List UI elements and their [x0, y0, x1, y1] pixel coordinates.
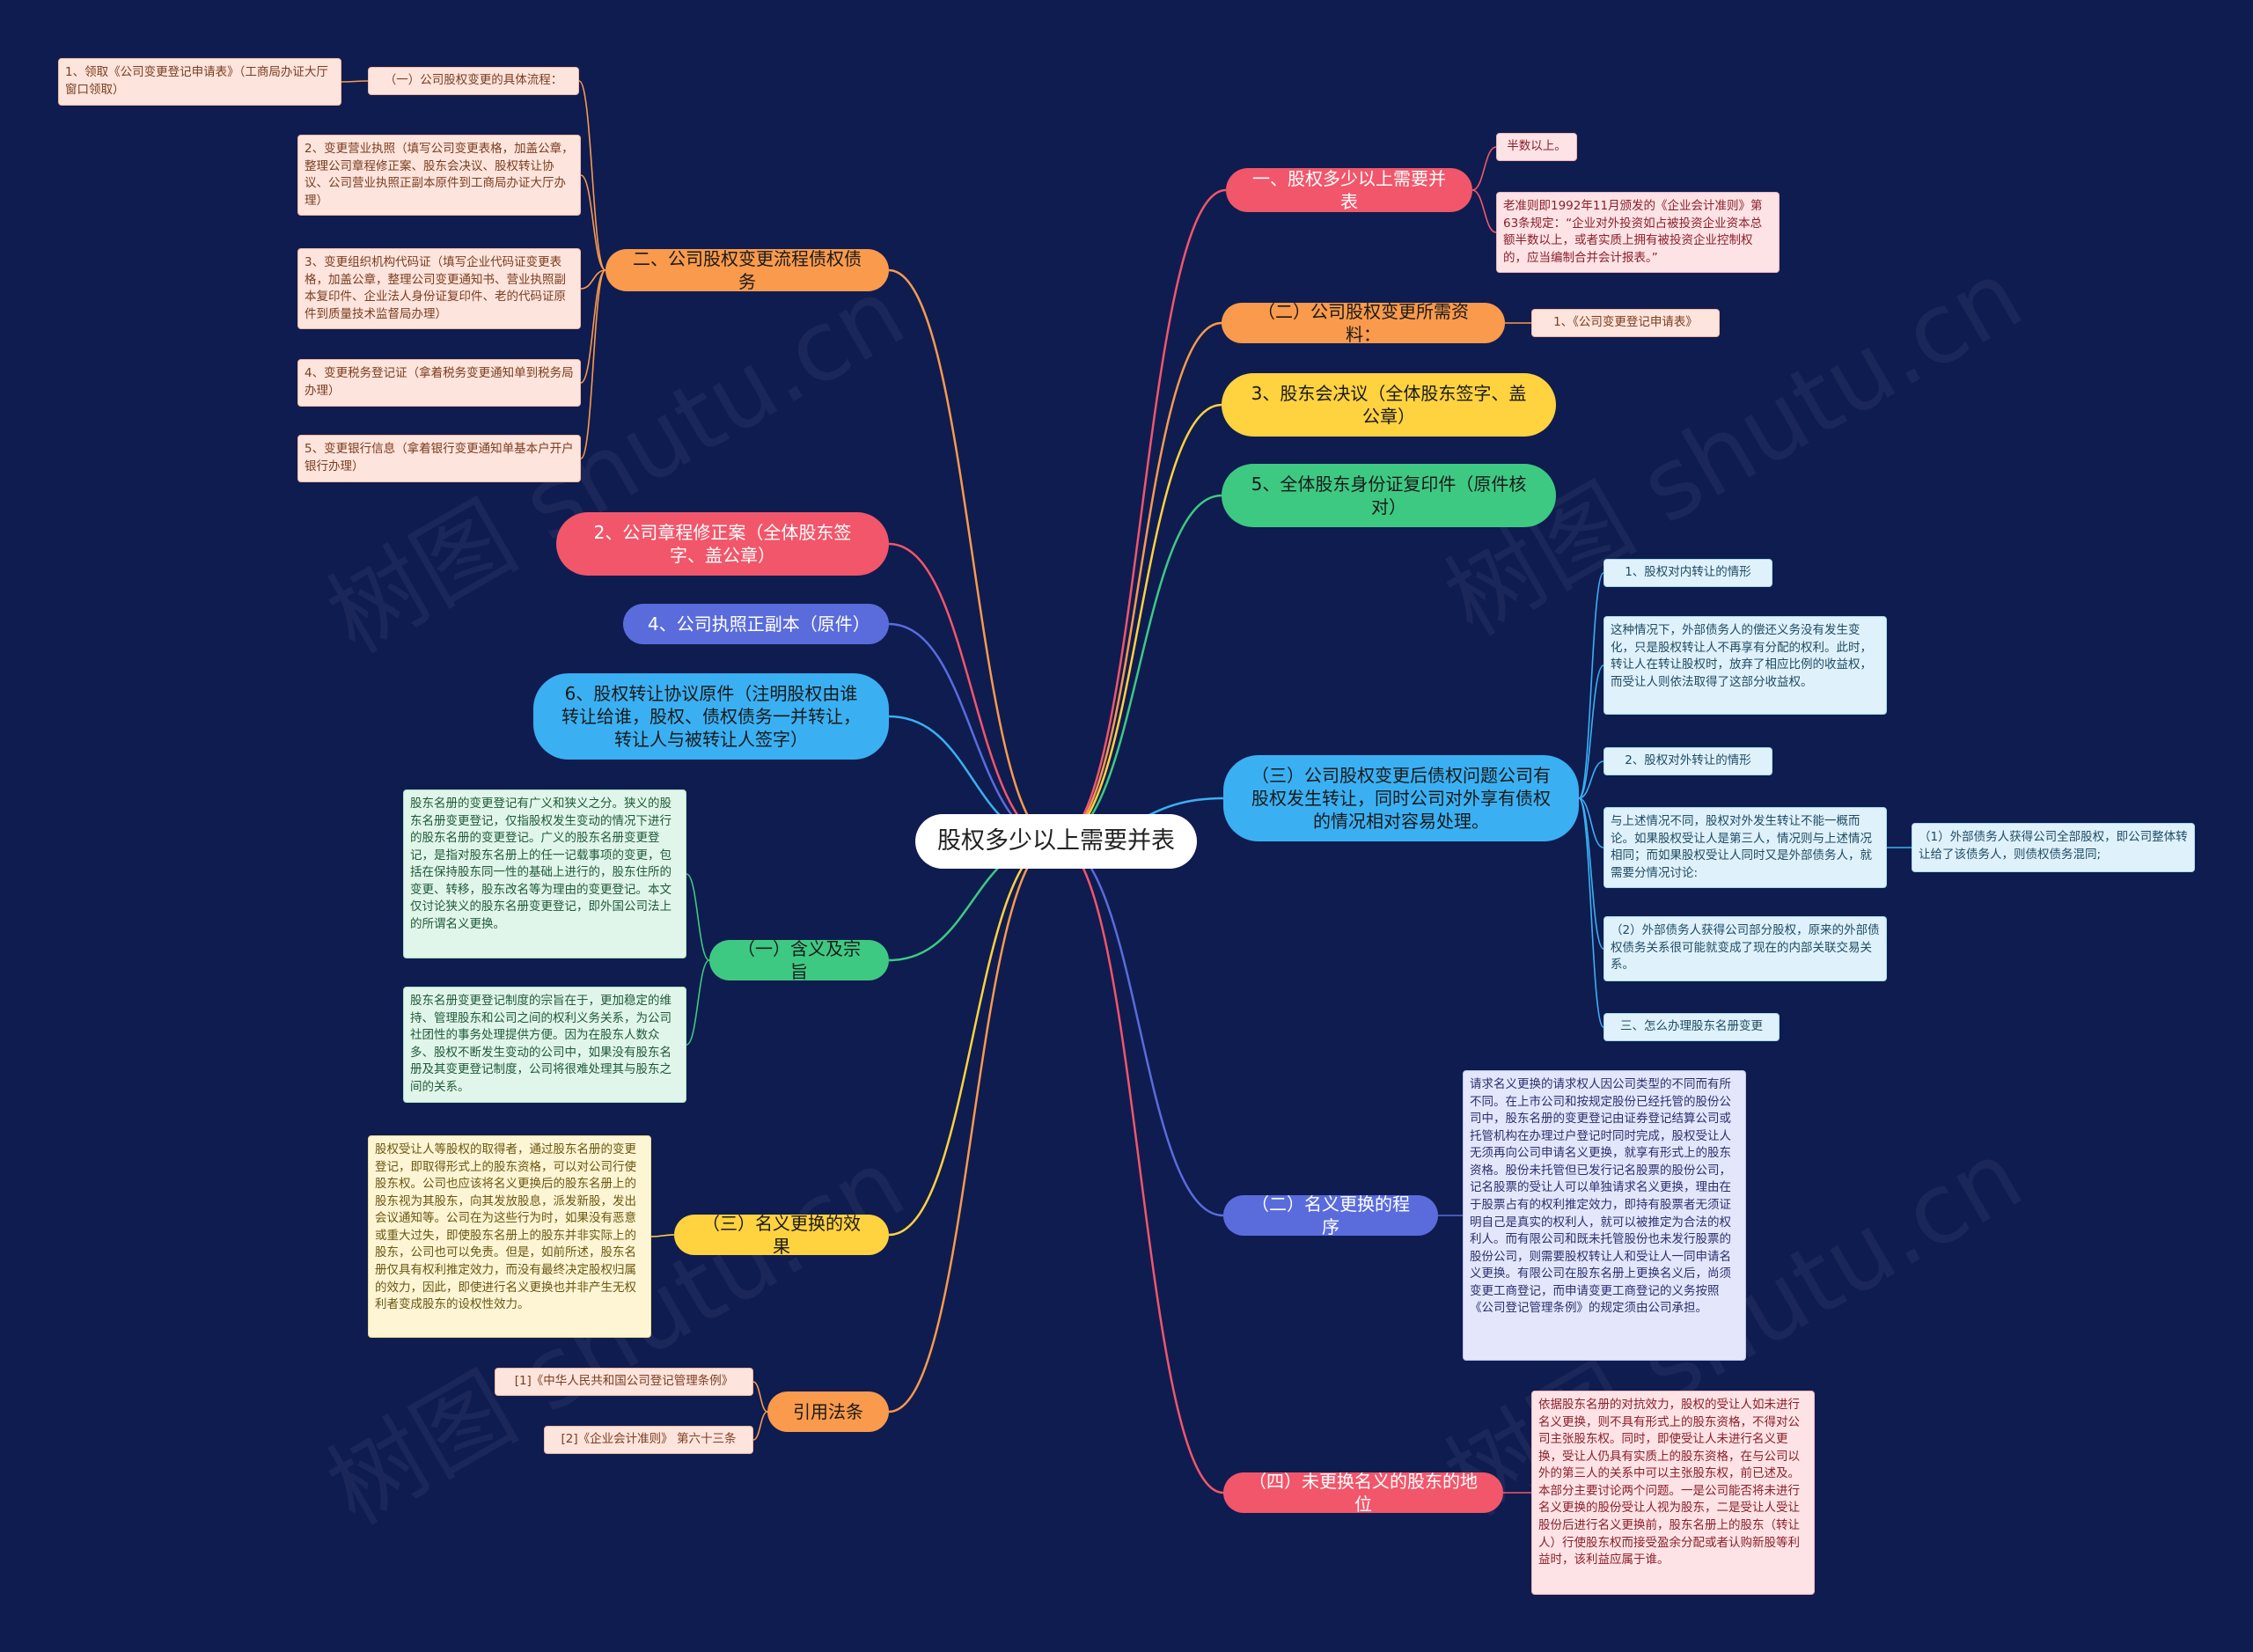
- branch-r2[interactable]: （二）公司股权变更所需资料：: [1222, 301, 1505, 345]
- branch-r5[interactable]: （三）公司股权变更后债权问题公司有股权发生转让，同时公司对外享有债权的情况相对容…: [1223, 755, 1579, 841]
- note-r5-how-to: 三、怎么办理股东名册变更: [1604, 1013, 1780, 1041]
- branch-l1[interactable]: 二、公司股权变更流程债权债务: [605, 248, 889, 292]
- note-r5-external-detail: 与上述情况不同，股权对外发生转让不能一概而论。如果股权受让人是第三人，情况则与上…: [1604, 807, 1887, 888]
- link-l5c1: [686, 873, 710, 961]
- branch-l6[interactable]: （三）名义更换的效果: [674, 1213, 889, 1257]
- note-r5-internal-detail: 这种情况下，外部债务人的偿还义务没有发生变化，只是股权转让人不再享有分配的权利。…: [1604, 616, 1887, 715]
- note-r7-status: 依据股东名册的对抗效力，股权的受让人如未进行名义更换，则不具有形式上的股东资格，…: [1531, 1391, 1815, 1595]
- link-l1c2: [580, 174, 606, 271]
- root-link-r2: [1055, 321, 1222, 843]
- link-l7c1: [752, 1381, 768, 1413]
- note-r5-internal-transfer: 1、股权对内转让的情形: [1604, 559, 1772, 587]
- root-link-l1: [888, 268, 1057, 843]
- link-l7c2: [752, 1411, 768, 1441]
- link-r5c5: [1578, 797, 1604, 950]
- branch-r3[interactable]: 3、股东会决议（全体股东签字、盖公章）: [1222, 373, 1556, 437]
- link-l1c5: [580, 269, 606, 459]
- branch-l4[interactable]: 6、股权转让协议原件（注明股权由谁转让给谁，股权、债权债务一并转让，转让人与被转…: [533, 673, 889, 760]
- branch-l7[interactable]: 引用法条: [767, 1391, 889, 1432]
- note-l1-process-title: （一）公司股权变更的具体流程：: [368, 67, 579, 95]
- branch-r7[interactable]: （四）未更换名义的股东的地位: [1223, 1471, 1503, 1515]
- note-l1-step3: 3、变更组织机构代码证（填写企业代码证变更表格，加盖公章，整理公司变更通知书、营…: [297, 248, 581, 329]
- root-link-r4: [1055, 494, 1222, 843]
- note-l1-step2: 2、变更营业执照（填写公司变更表格，加盖公章，整理公司章程修正案、股东会决议、股…: [297, 135, 581, 216]
- root-link-r7: [1055, 840, 1224, 1494]
- note-l1-step4: 4、变更税务登记证（拿着税务变更通知单到税务局办理）: [297, 359, 581, 407]
- note-l7-accounting-standard: [2]《企业会计准则》 第六十三条: [544, 1426, 753, 1454]
- link-l1c1: [578, 80, 606, 271]
- link-l6c1: [650, 1234, 675, 1237]
- note-r2-form: 1、《公司变更登记申请表》: [1531, 309, 1720, 337]
- note-r5-case1: （1）外部债务人获得公司全部股权，即公司整体转让给了该债务人，则债权债务混同;: [1912, 823, 2195, 872]
- note-r5-case2: （2）外部债务人获得公司部分股权，原来的外部债权债务关系很可能就变成了现在的内部…: [1604, 916, 1887, 981]
- link-r5c1: [1578, 572, 1604, 799]
- link-r1c1: [1471, 146, 1497, 191]
- root-link-l2: [888, 542, 1057, 843]
- branch-r6[interactable]: （二）名义更换的程序: [1223, 1193, 1438, 1237]
- link-r5c4: [1578, 797, 1604, 848]
- note-l7-regulation: [1]《中华人民共和国公司登记管理条例》: [495, 1368, 753, 1396]
- note-r5-external-transfer: 2、股权对外转让的情形: [1604, 747, 1772, 775]
- link-r5c3: [1578, 760, 1604, 799]
- note-l1-step1: 1、领取《公司变更登记申请表》（工商局办证大厅窗口领取）: [58, 58, 341, 106]
- note-l5-purpose: 股东名册变更登记制度的宗旨在于，更加稳定的维持、管理股东和公司之间的权利义务关系…: [403, 987, 686, 1103]
- note-l5-meaning: 股东名册的变更登记有广义和狭义之分。狭义的股东名册变更登记，仅指股权发生变动的情…: [403, 789, 686, 958]
- note-r1-old-standard: 老准则即1992年11月颁发的《企业会计准则》第63条规定：“企业对外投资如占被…: [1496, 192, 1780, 273]
- link-l1c3: [580, 269, 606, 290]
- note-l6-effect: 股权受让人等股权的取得者，通过股东名册的变更登记，即取得形式上的股东资格，可以对…: [368, 1135, 651, 1338]
- link-r5c6: [1578, 797, 1604, 1028]
- root-link-r3: [1055, 403, 1222, 843]
- root-link-l7: [888, 840, 1057, 1413]
- link-r1c2: [1471, 189, 1497, 233]
- link-r5c2: [1578, 664, 1604, 799]
- note-r1-majority: 半数以上。: [1496, 133, 1577, 161]
- root-link-l3: [888, 622, 1057, 843]
- branch-l3[interactable]: 4、公司执照正副本（原件）: [623, 604, 889, 644]
- branch-r4[interactable]: 5、全体股东身份证复印件（原件核对）: [1222, 464, 1556, 527]
- root-topic[interactable]: 股权多少以上需要并表: [915, 814, 1197, 869]
- branch-l2[interactable]: 2、公司章程修正案（全体股东签字、盖公章）: [556, 512, 889, 576]
- link-l5c2: [686, 959, 710, 1046]
- root-link-r1: [1055, 188, 1227, 843]
- branch-r1[interactable]: 一、股权多少以上需要并表: [1226, 168, 1472, 212]
- link-l1c4: [580, 269, 606, 384]
- note-l1-step5: 5、变更银行信息（拿着银行变更通知单基本户开户银行办理）: [297, 435, 581, 482]
- link-l1c1a: [341, 80, 369, 83]
- note-r6-procedure: 请求名义更换的请求权人因公司类型的不同而有所不同。在上市公司和按规定股份已经托管…: [1463, 1070, 1746, 1361]
- branch-l5[interactable]: （一）含义及宗旨: [709, 938, 889, 982]
